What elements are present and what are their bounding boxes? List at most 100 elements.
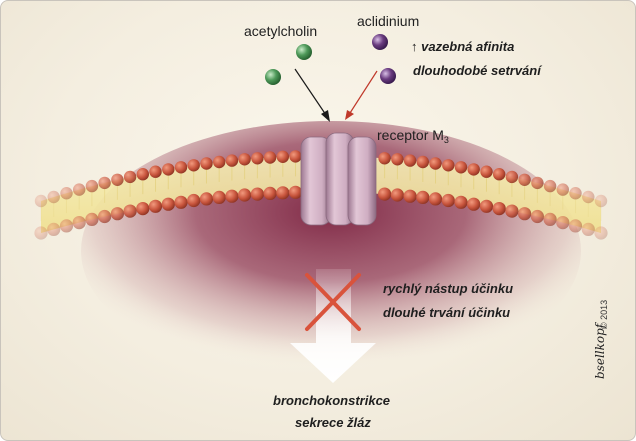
lipid-head [148,199,163,213]
lipid-head [250,187,264,201]
lipid-head [492,202,506,216]
block-cross [305,273,361,331]
lipid-head [263,186,277,200]
lipid-head [378,152,391,165]
acetylcholine-label: acetylcholin [244,23,318,39]
lipid-head [505,204,519,218]
lipid-head [162,163,175,176]
aclidinium-arrow [345,70,378,120]
aclidinium-molecule [380,68,396,84]
lipid-head [34,226,48,240]
lipid-head [480,165,493,178]
lipid-head [73,183,86,196]
lipid-head [594,194,608,208]
lipid-head [454,195,468,209]
lipid-head [505,170,519,184]
lipid-head [136,202,150,216]
lipid-head [213,155,226,169]
lipid-head [263,151,277,164]
lipid-head [518,207,532,221]
lipid-head [174,161,188,174]
lipid-head [467,163,480,176]
lipid-head [187,159,200,172]
lipid-head [85,212,99,226]
lipid-head [98,209,112,224]
lipid-head [556,183,569,196]
lipid-head [582,190,595,204]
lipid-heads [34,150,608,240]
lipid-head [493,168,506,181]
receptor-label-subscript: 3 [443,135,449,145]
lipid-head [288,185,303,199]
lipid-head [225,154,239,167]
signal-arrow [290,269,376,383]
lipid-head [556,216,570,230]
lipid-head [403,154,417,167]
lipid-head [289,150,302,163]
lipid-head [85,179,99,193]
lipid-head [212,190,226,204]
lipid-head [123,170,137,184]
lipid-head [225,189,239,203]
lipid-head [276,186,290,200]
lipid-head [111,173,124,186]
lipid-head [59,219,74,233]
receptor-label: receptor M3 [377,127,449,145]
lipid-head [174,195,188,209]
duration-label: dlouhé trvání účinku [383,305,511,320]
lipid-head [187,193,201,208]
lipid-head [531,176,544,190]
lipid-head [594,226,608,240]
lipid-head [200,157,213,170]
lipid-head [442,159,455,172]
lipid-head [416,155,429,169]
lipid-head [391,153,404,166]
lipid-head [568,219,583,233]
lipid-head [581,222,595,236]
aclidinium-molecule [372,34,388,50]
lipid-head [479,199,494,213]
lipid-head [110,207,124,221]
bronchoconstriction-label: bronchokonstrikce [273,393,391,408]
lipid-head [428,192,443,206]
onset-label: rychlý nástup účinku [383,281,514,296]
lipid-head [454,161,468,174]
lipid-head [238,153,251,166]
acetylcholine-molecule [296,44,312,60]
lipid-head [47,190,60,204]
lipid-head [251,152,264,165]
retention-label: dlouhodobé setrvání [413,63,541,78]
lipid-head [47,222,61,236]
aclidinium-label: aclidinium [357,13,420,29]
lipid-head [149,165,162,178]
lipid-head [569,187,582,200]
lipid-head [98,176,111,190]
lipid-head [416,190,430,204]
lipid-head [72,216,86,230]
lipid-head [238,188,252,202]
lipid-head [403,189,417,203]
lipid-head [199,192,214,206]
lipid-head [441,193,455,208]
lipid-head [530,209,545,224]
lipid-head [161,197,175,211]
lipid-head [34,194,48,208]
lipid-head [390,188,404,202]
lipid-head [136,168,149,181]
lipid-head [467,197,481,211]
lipid-head [378,187,392,201]
secretion-label: sekrece žláz [295,415,371,430]
lipid-head [518,173,531,186]
acetylcholine-molecule [265,69,281,85]
lipid-head [123,204,137,218]
lipid-head [60,187,73,200]
acetylcholine-arrow [294,68,330,122]
lipid-head [429,157,442,170]
lipid-head [276,150,289,163]
receptor-label-text: receptor M [377,127,444,143]
lipid-head [543,179,557,193]
receptor-m3 [300,132,377,226]
affinity-label: ↑ vazebná afinita [411,39,515,54]
